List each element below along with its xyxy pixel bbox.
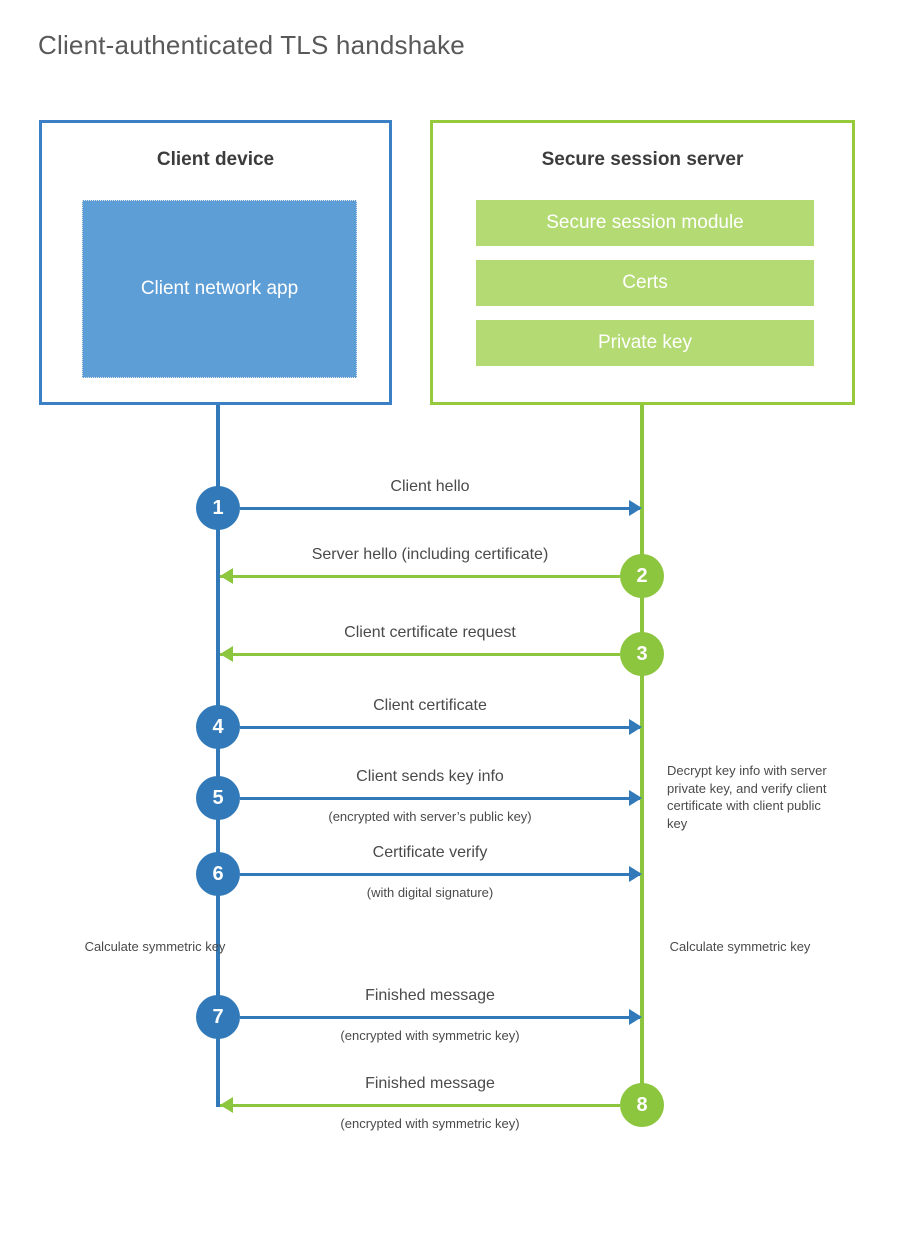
message-line-8 xyxy=(220,1104,620,1107)
message-label-8: Finished message xyxy=(365,1075,495,1092)
step-number: 1 xyxy=(212,496,224,519)
arrow-head-8 xyxy=(220,1097,233,1113)
step-circle-2[interactable]: 2 xyxy=(620,554,664,598)
note-client-calculate-symmetric-key: Calculate symmetric key xyxy=(84,939,226,954)
step-number: 8 xyxy=(636,1093,648,1116)
step-number: 7 xyxy=(212,1005,224,1028)
arrow-head-5 xyxy=(629,790,642,806)
step-number: 5 xyxy=(212,786,224,809)
arrow-head-6 xyxy=(629,866,642,882)
message-label-3: Client certificate request xyxy=(344,624,516,641)
server-module-private-key: Private key xyxy=(476,320,814,366)
message-sublabel-6: (with digital signature) xyxy=(366,885,494,900)
arrow-head-3 xyxy=(220,646,233,662)
step-number: 3 xyxy=(636,642,648,665)
message-label-2: Server hello (including certificate) xyxy=(311,546,549,563)
server-lifeline xyxy=(640,405,644,1107)
arrow-head-1 xyxy=(629,500,642,516)
client-device-title: Client device xyxy=(156,149,275,170)
message-line-4 xyxy=(240,726,640,729)
client-lifeline xyxy=(216,405,220,1107)
message-line-3 xyxy=(220,653,620,656)
step-circle-6[interactable]: 6 xyxy=(196,852,240,896)
page-title: Client-authenticated TLS handshake xyxy=(38,30,465,60)
note-server-decrypt: Decrypt key info with server private key… xyxy=(667,763,827,831)
arrow-head-7 xyxy=(629,1009,642,1025)
message-line-1 xyxy=(240,507,640,510)
secure-session-server-box: Secure session server Secure session mod… xyxy=(430,120,855,405)
message-sublabel-5: (encrypted with server’s public key) xyxy=(328,809,532,824)
message-label-5: Client sends key info xyxy=(356,768,504,785)
message-label-7: Finished message xyxy=(365,987,495,1004)
message-line-7 xyxy=(240,1016,640,1019)
arrow-head-2 xyxy=(220,568,233,584)
secure-session-server-title: Secure session server xyxy=(541,149,744,170)
message-label-1: Client hello xyxy=(390,478,470,495)
step-circle-3[interactable]: 3 xyxy=(620,632,664,676)
message-line-2 xyxy=(220,575,620,578)
client-device-box: Client device Client network app xyxy=(39,120,392,405)
message-line-6 xyxy=(240,873,640,876)
client-network-app-box: Client network app xyxy=(82,200,357,378)
arrow-head-4 xyxy=(629,719,642,735)
step-circle-4[interactable]: 4 xyxy=(196,705,240,749)
note-server-calculate-symmetric-key: Calculate symmetric key xyxy=(669,939,811,954)
step-circle-7[interactable]: 7 xyxy=(196,995,240,1039)
message-line-5 xyxy=(240,797,640,800)
step-number: 4 xyxy=(212,715,224,738)
message-sublabel-7: (encrypted with symmetric key) xyxy=(340,1028,520,1043)
step-circle-5[interactable]: 5 xyxy=(196,776,240,820)
message-label-4: Client certificate xyxy=(373,697,487,714)
server-module-certs: Certs xyxy=(476,260,814,306)
step-number: 6 xyxy=(212,862,224,885)
message-sublabel-8: (encrypted with symmetric key) xyxy=(340,1116,520,1131)
step-circle-8[interactable]: 8 xyxy=(620,1083,664,1127)
message-label-6: Certificate verify xyxy=(372,844,488,861)
server-module-secure-session-module: Secure session module xyxy=(476,200,814,246)
step-circle-1[interactable]: 1 xyxy=(196,486,240,530)
step-number: 2 xyxy=(636,564,648,587)
